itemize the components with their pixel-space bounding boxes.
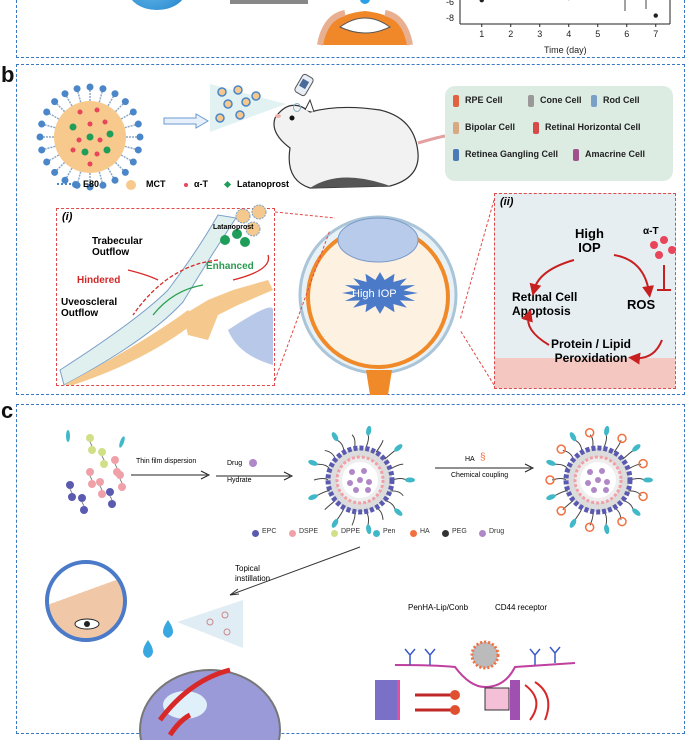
hydrate-step-label: Hydrate [227, 477, 252, 484]
penha-lip-label: PenHA-Lip/Conb [408, 603, 468, 612]
cd44-receptor-label: CD44 receptor [495, 603, 547, 612]
thin-film-label: Thin film dispersion [136, 458, 196, 465]
eye-globe-illustration [130, 660, 290, 740]
drug-legend-icon [479, 530, 486, 537]
ha-liposome [538, 420, 658, 540]
step-arrow-1 [131, 470, 211, 480]
topical-instillation-label: Topical instillation [235, 564, 270, 584]
lipid-components [60, 430, 130, 520]
liposome [305, 425, 415, 535]
legend-label: DPPE [341, 528, 360, 535]
pen-legend-icon [373, 530, 380, 537]
peg-legend-icon [442, 530, 449, 537]
legend-label: DSPE [299, 528, 318, 535]
drug-step-label: Drug [227, 460, 242, 467]
dspe-legend-icon [289, 530, 296, 537]
panel-c-label: c [1, 398, 13, 424]
spray-cone-c [175, 600, 245, 650]
legend-label: HA [420, 528, 430, 535]
epc-legend-icon [252, 530, 259, 537]
legend-label: PEG [452, 528, 467, 535]
legend-label: Drug [489, 528, 504, 535]
ha-step-label: HA [465, 456, 475, 463]
retina-layers-illustration [375, 680, 555, 720]
ha-icon: § [480, 452, 486, 463]
ha-legend-icon [410, 530, 417, 537]
chemical-coupling-label: Chemical coupling [451, 472, 508, 479]
legend-label: EPC [262, 528, 276, 535]
drug-icon [249, 459, 257, 467]
zoom-connectors [0, 0, 685, 400]
eye-icon [72, 617, 102, 632]
dppe-legend-icon [331, 530, 338, 537]
legend-label: Pen [383, 528, 395, 535]
